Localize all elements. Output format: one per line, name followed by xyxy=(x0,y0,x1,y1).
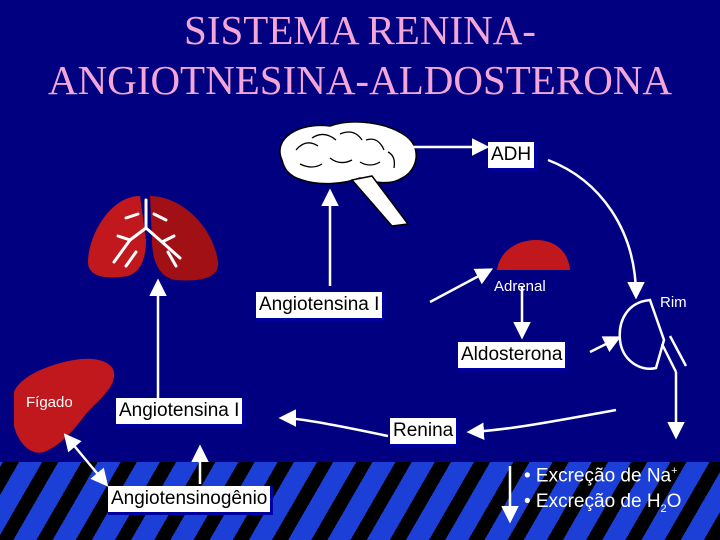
arrow-figado-to-angiotensinogenio xyxy=(63,433,109,487)
angiotensina-lower-box: Angiotensina I xyxy=(116,398,246,427)
arrow-adh-to-rim xyxy=(547,158,645,300)
aldosterona-box: Aldosterona xyxy=(458,342,569,371)
rim-label: Rim xyxy=(660,294,687,311)
adh-box: ADH xyxy=(488,142,538,171)
angiotensinogenio-box: Angiotensinogênio xyxy=(108,486,274,515)
arrow-rim-to-renina xyxy=(466,408,617,441)
adrenal-gland-icon xyxy=(497,240,570,270)
brain-icon xyxy=(279,121,417,227)
effect-water: • Excreção de H2O xyxy=(524,491,682,516)
arrow-renina-to-angiotensina xyxy=(278,409,389,438)
liver-icon xyxy=(14,358,115,453)
adrenal-label: Adrenal xyxy=(494,278,546,295)
title-line-1: SISTEMA RENINA- xyxy=(184,7,536,53)
renina-box: Renina xyxy=(390,418,460,447)
arrow-aldosterona-to-rim xyxy=(589,336,622,354)
angiotensina-upper-box: Angiotensina I xyxy=(256,292,386,321)
figado-label: Fígado xyxy=(26,394,73,411)
arrow-angiotensina-to-adrenal xyxy=(429,268,494,304)
effects-list: • Excreção de Na+ • Excreção de H2O xyxy=(524,458,681,522)
lungs-icon xyxy=(88,196,219,281)
effect-sodium: • Excreção de Na+ xyxy=(524,465,678,487)
title-line-2: ANGIOTNESINA-ALDOSTERONA xyxy=(47,57,673,103)
